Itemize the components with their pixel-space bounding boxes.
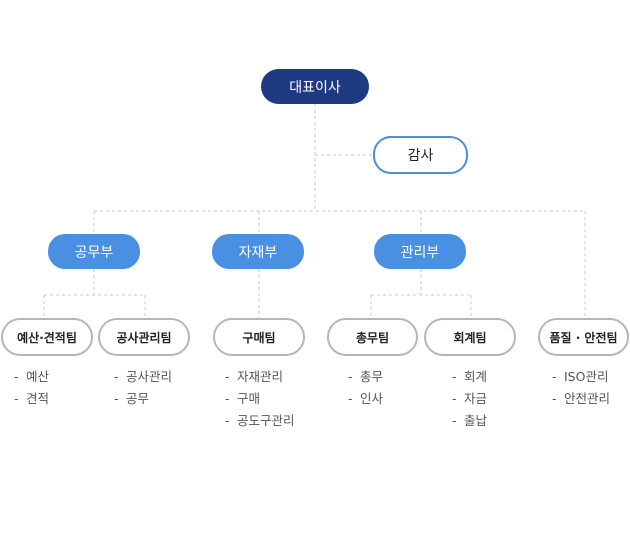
duty-item: 총무 [348,366,383,388]
duty-item: 인사 [348,388,383,410]
team-purchasing: 구매팀 [213,318,305,356]
duty-item: 출납 [452,410,487,432]
duty-item: ISO관리 [552,366,610,388]
duty-list-accounting: 회계 자금 출납 [452,366,487,432]
duty-list-quality-safety: ISO관리 안전관리 [552,366,610,410]
duty-item: 공사관리 [114,366,172,388]
audit-node: 감사 [373,136,468,174]
team-accounting: 회계팀 [424,318,516,356]
dept-management: 관리부 [374,234,466,269]
duty-item: 공도구관리 [225,410,295,432]
team-quality-safety: 품질 · 안전팀 [538,318,629,356]
dept-materials: 자재부 [212,234,304,269]
duty-list-budget-estimate: 예산 견적 [14,366,49,410]
duty-item: 회계 [452,366,487,388]
team-budget-estimate: 예산·견적팀 [1,318,93,356]
duty-item: 견적 [14,388,49,410]
ceo-node: 대표이사 [261,69,369,104]
duty-list-general-affairs: 총무 인사 [348,366,383,410]
duty-list-purchasing: 자재관리 구매 공도구관리 [225,366,295,432]
duty-item: 안전관리 [552,388,610,410]
dept-construction: 공무부 [48,234,140,269]
duty-item: 구매 [225,388,295,410]
duty-item: 공무 [114,388,172,410]
duty-item: 자금 [452,388,487,410]
duty-list-construction-mgmt: 공사관리 공무 [114,366,172,410]
team-general-affairs: 총무팀 [327,318,418,356]
duty-item: 예산 [14,366,49,388]
team-construction-mgmt: 공사관리팀 [98,318,190,356]
duty-item: 자재관리 [225,366,295,388]
